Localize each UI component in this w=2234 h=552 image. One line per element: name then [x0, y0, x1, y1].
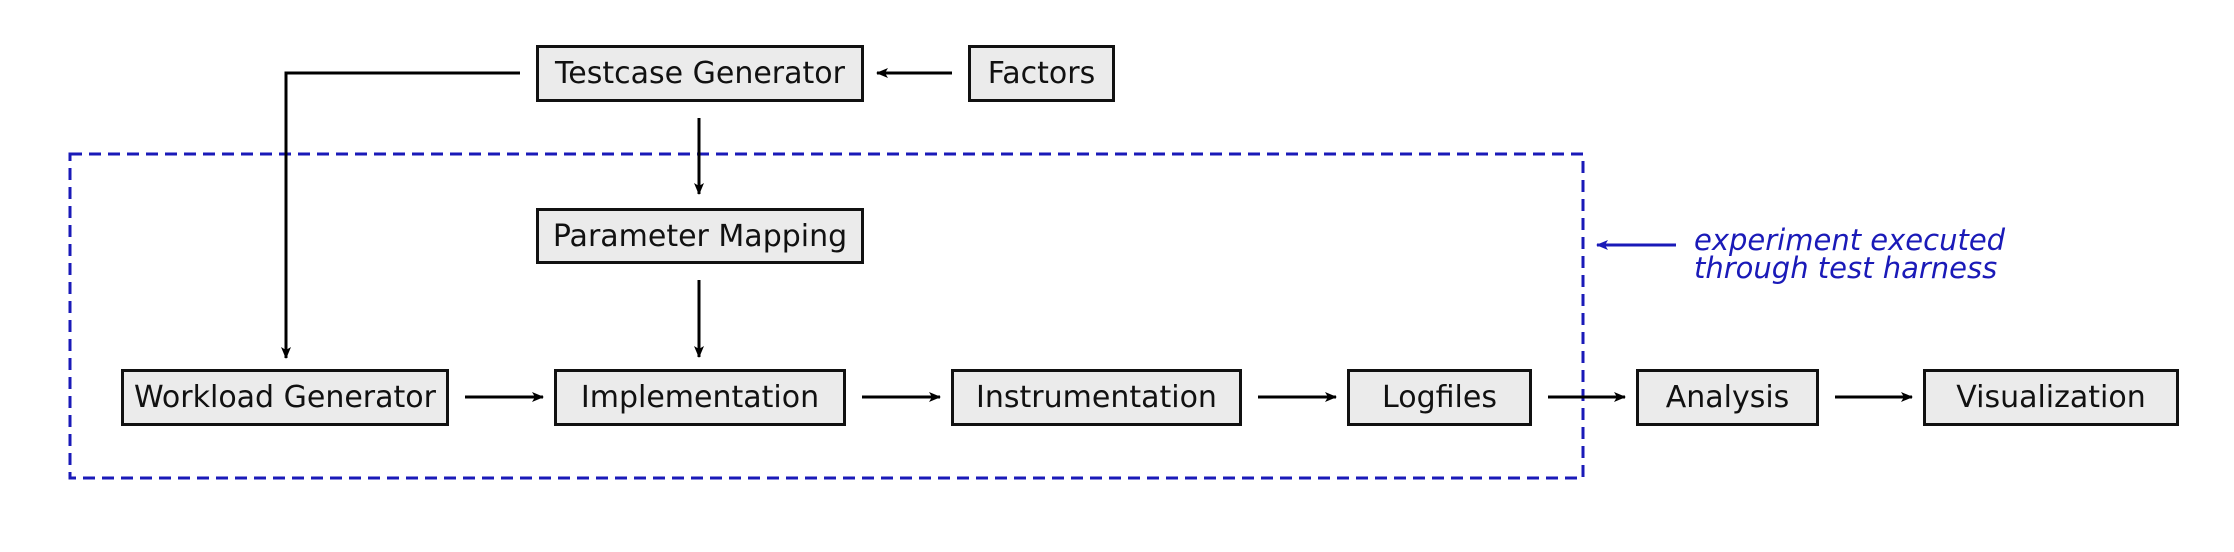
instrumentation-label: Instrumentation [976, 380, 1217, 415]
harness-label-line2: through test harness [1694, 251, 1998, 285]
logfiles-box: Logfiles [1347, 369, 1532, 426]
analysis-box: Analysis [1636, 369, 1819, 426]
instrumentation-box: Instrumentation [951, 369, 1242, 426]
factors-box: Factors [968, 45, 1115, 102]
factors-label: Factors [987, 56, 1096, 91]
analysis-label: Analysis [1665, 380, 1790, 415]
harness-label-line1: experiment executed [1694, 223, 2006, 257]
visualization-label: Visualization [1956, 380, 2146, 415]
testcase-generator-label: Testcase Generator [555, 56, 845, 91]
implementation-label: Implementation [580, 380, 820, 415]
parameter-mapping-label: Parameter Mapping [552, 218, 848, 254]
arrow-testcase-generator-to-workload-generator [281, 71, 520, 359]
logfiles-label: Logfiles [1382, 380, 1497, 415]
test-harness-annotation: experiment executed through test harness [1694, 223, 2006, 285]
visualization-box: Visualization [1923, 369, 2179, 426]
workload-generator-label: Workload Generator [134, 380, 436, 415]
parameter-mapping-box: Parameter Mapping [536, 208, 864, 264]
testcase-generator-box: Testcase Generator [536, 45, 864, 102]
test-harness-boundary [68, 152, 1585, 480]
workload-generator-box: Workload Generator [121, 369, 449, 426]
implementation-box: Implementation [554, 369, 846, 426]
